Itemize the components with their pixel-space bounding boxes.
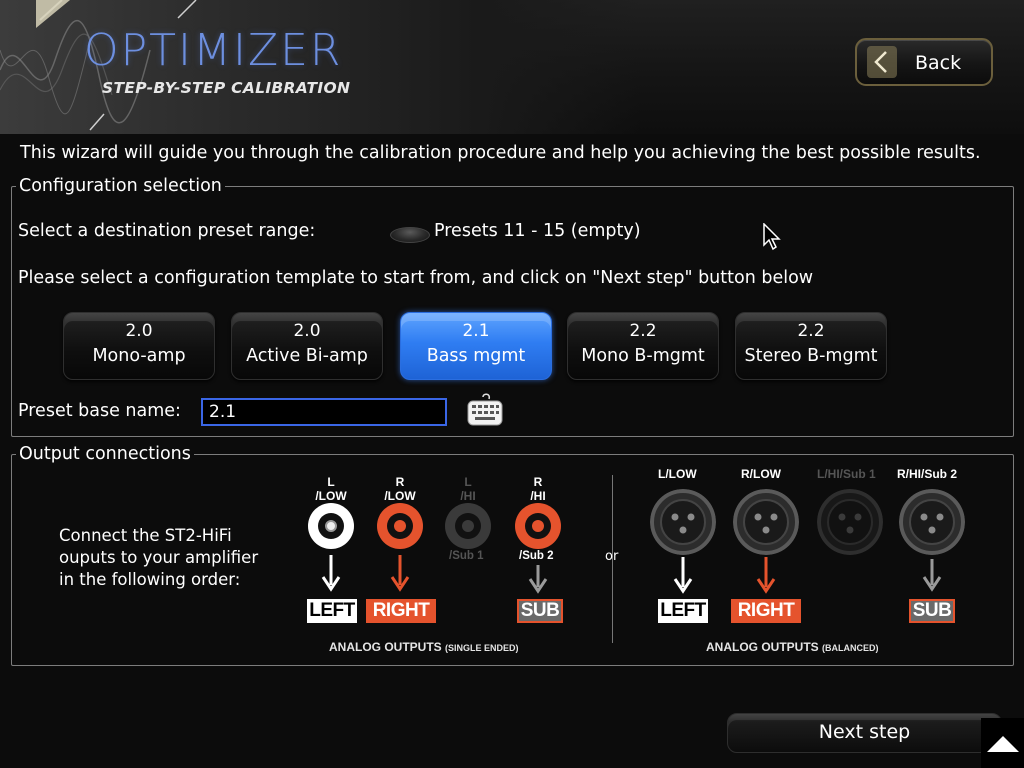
template-2-0-active-bi-amp[interactable]: 2.0 Active Bi-amp — [231, 312, 383, 380]
xlr-connector-right — [733, 489, 799, 555]
scroll-up-button[interactable] — [981, 718, 1024, 768]
template-code: 2.1 — [462, 321, 490, 341]
configuration-group: Configuration selection Select a destina… — [11, 175, 1014, 437]
back-button[interactable]: Back — [855, 38, 993, 86]
next-step-label: Next step — [818, 721, 911, 743]
jack-label: R /LOW — [384, 475, 416, 503]
balanced-caption: ANALOG OUTPUTS (BALANCED) — [706, 640, 879, 654]
configuration-legend: Configuration selection — [16, 175, 225, 197]
output-label-right: RIGHT — [731, 599, 801, 623]
output-connections-group: Output connections Connect the ST2-HiFi … — [11, 443, 1014, 666]
jack-label: L /HI — [460, 475, 476, 503]
template-2-2-mono-b-mgmt[interactable]: 2.2 Mono B-mgmt — [567, 312, 719, 380]
divider — [612, 475, 613, 643]
rca-jack-right-hi: R /HI — [512, 475, 564, 503]
preset-name-label: Preset base name: — [18, 401, 181, 421]
rca-jack-right-low: R /LOW — [374, 475, 426, 503]
jack-sub-label: /Sub 1 — [449, 550, 484, 562]
template-prompt: Please select a configuration template t… — [18, 268, 814, 288]
preset-range-value[interactable]: Presets 11 - 15 (empty) — [434, 221, 641, 241]
template-2-0-mono-amp[interactable]: 2.0 Mono-amp — [63, 312, 215, 380]
template-name: Bass mgmt — [426, 346, 526, 366]
output-label-left: LEFT — [658, 599, 708, 623]
output-label-left: LEFT — [307, 599, 357, 623]
output-label-sub: SUB — [517, 599, 563, 623]
output-connections-legend: Output connections — [16, 443, 194, 465]
mouse-cursor-icon — [763, 223, 781, 251]
keyboard-icon[interactable] — [467, 393, 503, 431]
connection-instruction: Connect the ST2-HiFi ouputs to your ampl… — [59, 526, 259, 589]
down-arrow-icon — [321, 555, 341, 592]
header-banner — [0, 0, 640, 134]
template-name: Mono-amp — [92, 346, 186, 366]
down-arrow-icon — [756, 557, 776, 594]
xlr-connector-inactive — [817, 489, 883, 555]
down-arrow-icon — [390, 555, 410, 592]
header: OPTIMIZER STEP-BY-STEP CALIBRATION Back — [0, 0, 1024, 134]
jack-sub-label: /Sub 2 — [519, 550, 554, 562]
triangle-up-icon — [987, 736, 1019, 752]
template-code: 2.0 — [125, 321, 153, 341]
template-code: 2.0 — [293, 321, 321, 341]
rca-connector-red — [515, 503, 561, 549]
back-button-label: Back — [915, 52, 962, 74]
destination-label: Select a destination preset range: — [18, 221, 316, 241]
down-arrow-icon — [673, 557, 693, 594]
jack-label: R /HI — [530, 475, 546, 503]
rca-jack-left-low: L /LOW — [305, 475, 357, 503]
template-code: 2.2 — [797, 321, 825, 341]
preset-range-radio[interactable] — [390, 227, 430, 243]
waveform-graphic — [0, 0, 197, 131]
preset-name-input[interactable] — [201, 398, 447, 426]
xlr-connector-left — [650, 489, 716, 555]
rca-jack-left-hi: L /HI — [442, 475, 494, 503]
caption-small: (SINGLE ENDED) — [445, 643, 519, 653]
down-arrow-icon — [528, 565, 548, 594]
template-2-1-bass-mgmt[interactable]: 2.1 Bass mgmt — [400, 312, 552, 380]
rca-connector-inactive — [445, 503, 491, 549]
rca-connector-white — [308, 503, 354, 549]
xlr-connector-sub — [899, 489, 965, 555]
template-code: 2.2 — [629, 321, 657, 341]
rca-connector-red — [377, 503, 423, 549]
chevron-left-icon — [867, 46, 897, 78]
output-label-right: RIGHT — [366, 599, 436, 623]
or-label: or — [605, 549, 619, 564]
caption-main: ANALOG OUTPUTS — [706, 640, 819, 654]
caption-small: (BALANCED) — [822, 643, 879, 653]
app-title: OPTIMIZER — [84, 25, 343, 76]
intro-text: This wizard will guide you through the c… — [20, 143, 981, 163]
template-name: Stereo B-mgmt — [744, 346, 878, 366]
template-name: Mono B-mgmt — [581, 346, 705, 366]
output-label-sub: SUB — [909, 599, 955, 623]
app-subtitle: STEP-BY-STEP CALIBRATION — [102, 79, 351, 97]
jack-label: L /LOW — [315, 475, 347, 503]
template-2-2-stereo-b-mgmt[interactable]: 2.2 Stereo B-mgmt — [735, 312, 887, 380]
jack-label: L/LOW — [658, 467, 697, 481]
next-step-button[interactable]: Next step — [727, 713, 1002, 753]
single-ended-caption: ANALOG OUTPUTS (SINGLE ENDED) — [329, 640, 519, 654]
caption-main: ANALOG OUTPUTS — [329, 640, 442, 654]
down-arrow-icon — [922, 559, 942, 592]
jack-label: R/LOW — [741, 467, 781, 481]
template-name: Active Bi-amp — [246, 346, 368, 366]
jack-label: L/HI/Sub 1 — [817, 467, 876, 481]
jack-label: R/HI/Sub 2 — [897, 467, 958, 481]
